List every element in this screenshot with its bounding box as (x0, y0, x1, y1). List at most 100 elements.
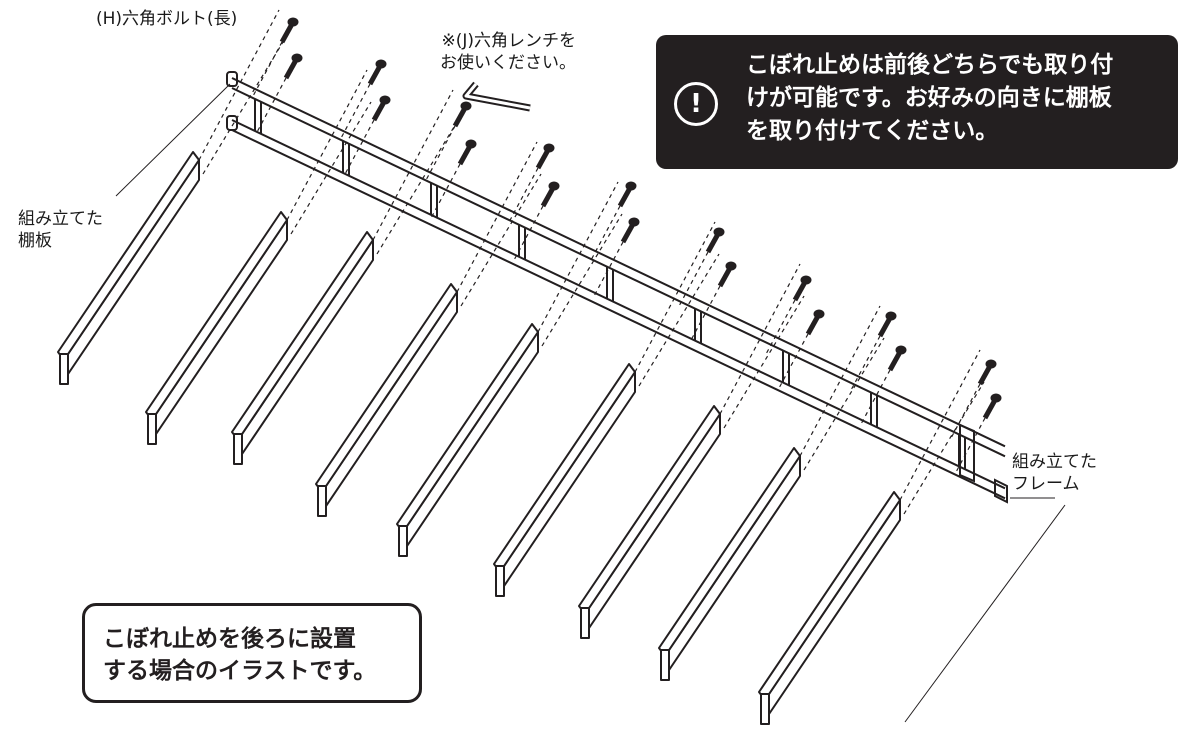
hex-bolt-icon (457, 139, 477, 166)
bolt-shank (792, 280, 808, 302)
bolt-dashed-line (592, 241, 624, 299)
frame-right-post (959, 423, 975, 483)
alignment-line (903, 381, 985, 515)
bolt-shank (705, 232, 721, 254)
note-line2: する場合のイラストです。 (103, 658, 377, 684)
shelf-board (493, 363, 636, 597)
bolt-head (725, 261, 737, 271)
hex-bolt-icon (371, 95, 391, 122)
shelf-board-foot (147, 413, 157, 445)
bolt-shank (617, 186, 633, 208)
frame-end-right (994, 478, 1008, 504)
hex-bolt-icon (705, 227, 725, 254)
shelf-board-foot (398, 525, 408, 557)
hex-wrench-icon (462, 81, 531, 112)
shelf-label-line2: 棚板 (18, 231, 52, 251)
bolt-dashed-line (954, 417, 986, 475)
shelf-board-edge (315, 283, 458, 493)
bolt-dashed-line (251, 41, 283, 99)
hex-bolt-icon (283, 53, 303, 80)
bolt-head (460, 101, 472, 111)
bolt-shank (717, 266, 733, 288)
hex-bolt-icon (620, 217, 640, 244)
bolt-head (713, 227, 725, 237)
shelf-boards (57, 151, 901, 725)
bolt-dashed-line (507, 167, 539, 225)
bolt-shank (877, 316, 893, 338)
hex-bolts (279, 17, 1002, 420)
shelf-label: 組み立てた 棚板 (18, 208, 103, 252)
shelf-board (578, 405, 721, 639)
exclamation-icon: ! (674, 82, 718, 126)
bolt-dashed-line (589, 205, 621, 263)
bolt-head (985, 359, 997, 369)
notice-line2: けが可能です。お好みの向きに棚板 (746, 85, 1112, 111)
bolt-shank (371, 100, 387, 122)
bolt-head (375, 59, 387, 69)
shelf-board (315, 283, 458, 517)
shelf-board (145, 211, 288, 445)
hex-bolt-icon (367, 59, 387, 86)
wrench-label: ※(J)六角レンチを お使いください。 (440, 30, 576, 74)
bolt-shank (887, 350, 903, 372)
alignment-line (634, 221, 716, 373)
hex-bolt-icon (717, 261, 737, 288)
bolt-head (287, 17, 299, 27)
frame-label-line1: 組み立てた (1012, 452, 1097, 472)
bolt-shank (535, 148, 551, 170)
hex-bolt-icon (452, 101, 472, 128)
shelf-board-foot (580, 607, 590, 639)
wrench-label-line1: ※(J)六角レンチを (441, 31, 576, 51)
bolt-shank (982, 398, 998, 420)
notice-text: こぼれ止めは前後どちらでも取り付 けが可能です。お好みの向きに棚板 を取り付けて… (746, 49, 1166, 148)
frame-top-rail-lower (231, 87, 1006, 458)
shelf-board-face (63, 159, 200, 381)
alignment-line (638, 253, 720, 387)
notice-box: ! こぼれ止めは前後どちらでも取り付 けが可能です。お好みの向きに棚板 を取り付… (656, 35, 1178, 169)
shelf-board-foot (317, 485, 327, 517)
alignment-line (286, 69, 368, 221)
alignment-line (290, 101, 372, 235)
shelf-board-foot (660, 649, 670, 681)
bolt-head (465, 139, 477, 149)
bolt-dashed-line (689, 285, 721, 343)
leader-lines (115, 83, 1066, 723)
alignment-line (202, 41, 284, 175)
bolt-dashed-line (343, 119, 375, 177)
bolt-head (548, 181, 560, 191)
bolt-dashed-line (424, 125, 456, 183)
bolt-head (291, 53, 303, 63)
bolt-dashed-line (677, 251, 709, 309)
hex-bolt-icon (535, 143, 555, 170)
wrench-label-line2: お使いください。 (440, 53, 576, 73)
bolt-head (628, 217, 640, 227)
bolt-shank (540, 186, 556, 208)
shelf-board-edge (758, 491, 901, 701)
bolt-head (543, 143, 555, 153)
assembled-frame (226, 71, 1008, 504)
bolt-shank (977, 364, 993, 386)
bolt-head (625, 181, 637, 191)
bolt-head (813, 309, 825, 319)
hex-bolt-icon (617, 181, 637, 208)
notice-line1: こぼれ止めは前後どちらでも取り付 (746, 52, 1114, 78)
shelf-board (231, 231, 374, 465)
note-line1: こぼれ止めを後ろに設置 (103, 626, 356, 652)
alignment-line (376, 121, 458, 255)
shelf-board (396, 323, 539, 557)
hex-bolt-icon (805, 309, 825, 336)
alignment-line (803, 337, 885, 471)
hex-bolt-icon (977, 359, 997, 386)
bolt-head (800, 275, 812, 285)
bolt-shank (452, 106, 468, 128)
alignment-dashed-lines (198, 9, 986, 515)
frame-end-cap-bottom (226, 115, 238, 131)
bolt-label: (H)六角ボルト(長) (96, 9, 238, 29)
bolt-head (379, 95, 391, 105)
bolt-dashed-line (429, 163, 461, 221)
shelf-board-foot (233, 433, 243, 465)
shelf-board-face (664, 455, 801, 677)
bolt-shank (620, 222, 636, 244)
alignment-line (460, 173, 542, 307)
